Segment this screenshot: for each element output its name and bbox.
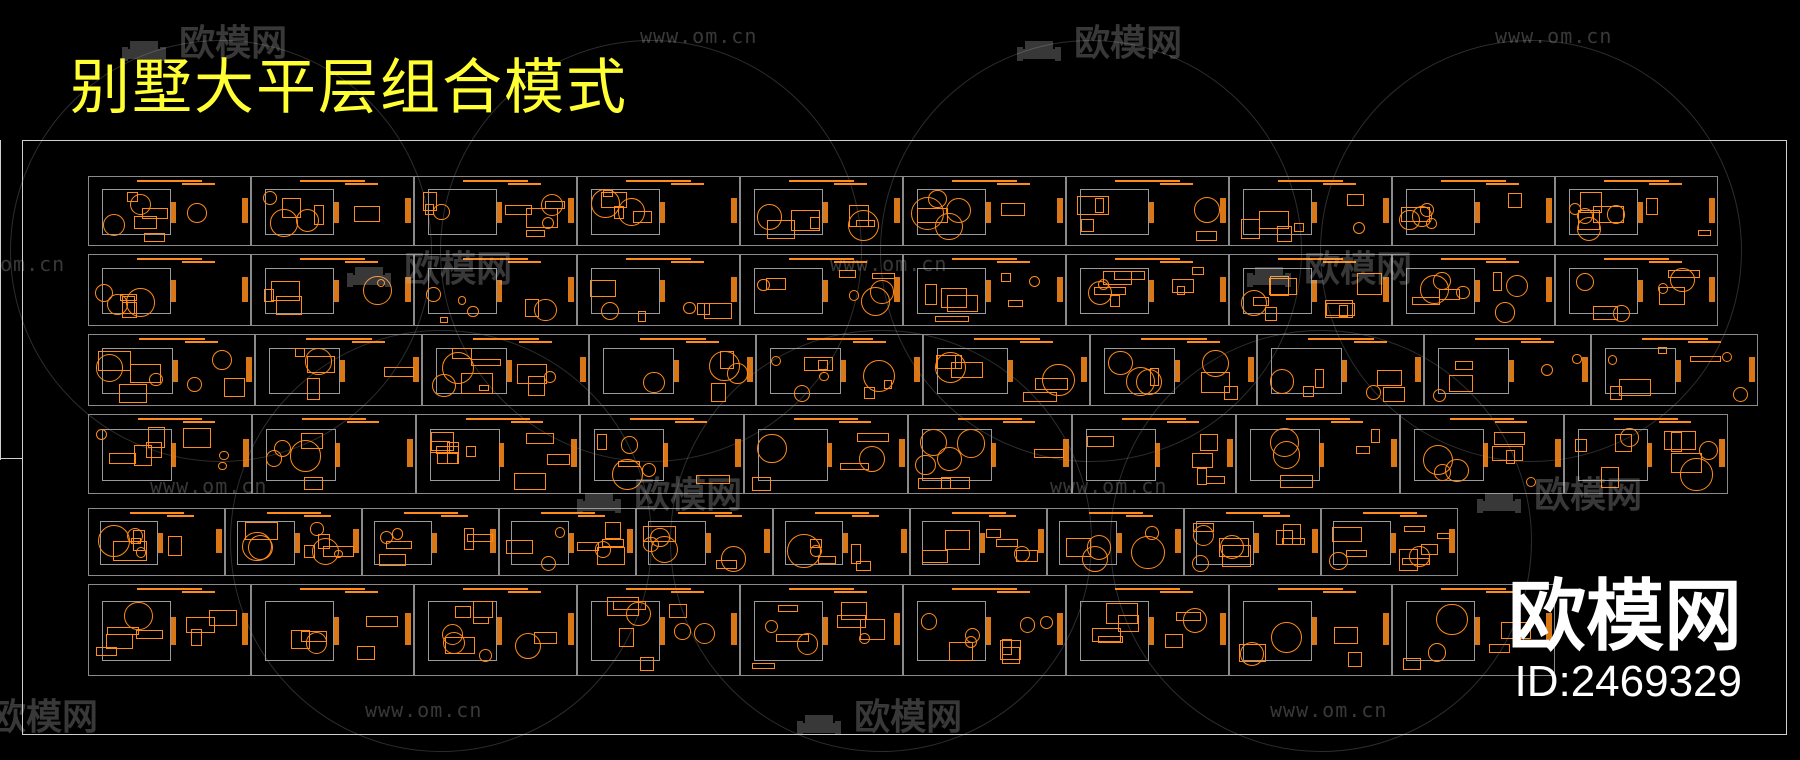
floor-plan-panel	[580, 414, 744, 494]
floor-plan-panel	[1321, 508, 1458, 576]
drawing-frame	[22, 140, 1787, 735]
floor-plan-panel	[1066, 254, 1229, 326]
floor-plan-panel	[251, 254, 414, 326]
floor-plan-panel	[414, 254, 577, 326]
watermark-url: www.om.cn	[640, 24, 758, 48]
id-label: ID:2469329	[1514, 657, 1742, 706]
floor-plan-panel	[577, 176, 740, 246]
floor-plan-panel	[88, 414, 252, 494]
floor-plan-panel	[1184, 508, 1321, 576]
watermark: 欧模网	[1015, 14, 1182, 66]
floor-plan-panel	[414, 584, 577, 676]
floor-plan-panel	[251, 584, 414, 676]
drawing-title: 别墅大平层组合模式	[70, 53, 628, 123]
floor-plan-panel	[577, 254, 740, 326]
floor-plan-panel	[88, 508, 225, 576]
floor-plan-panel	[1400, 414, 1564, 494]
floor-plan-panel	[1564, 414, 1728, 494]
floor-plan-panel	[740, 584, 903, 676]
watermark-logo-text: 欧模网	[1074, 23, 1183, 64]
brand-mark: 欧模网	[1507, 572, 1742, 662]
floor-plan-panel	[756, 334, 923, 406]
floor-plan-panel	[1090, 334, 1257, 406]
sofa-icon	[1017, 40, 1061, 61]
frame-left-tick	[0, 458, 22, 459]
floor-plan-panel	[773, 508, 910, 576]
floor-plan-panel	[252, 414, 416, 494]
floor-plan-panel	[1424, 334, 1591, 406]
floor-plan-panel	[362, 508, 499, 576]
floor-plan-panel	[589, 334, 756, 406]
floor-plan-panel	[225, 508, 362, 576]
floor-plan-panel	[1047, 508, 1184, 576]
floor-plan-panel	[88, 334, 255, 406]
floor-plan-panel	[903, 176, 1066, 246]
floor-plan-panel	[255, 334, 422, 406]
floor-plan-panel	[1229, 176, 1392, 246]
floor-plan-panel	[416, 414, 580, 494]
floor-plan-panel	[903, 584, 1066, 676]
floor-plan-panel	[88, 176, 251, 246]
floor-plan-panel	[740, 176, 903, 246]
floor-plan-panel	[1392, 176, 1555, 246]
floor-plan-panel	[908, 414, 1072, 494]
floor-plan-panel	[910, 508, 1047, 576]
floor-plan-panel	[1555, 254, 1718, 326]
floor-plan-panel	[1555, 176, 1718, 246]
floor-plan-panel	[1066, 584, 1229, 676]
floor-plan-panel	[414, 176, 577, 246]
floor-plan-panel	[251, 176, 414, 246]
floor-plan-panel	[499, 508, 636, 576]
floor-plan-panel	[1591, 334, 1758, 406]
floor-plan-panel	[1229, 254, 1392, 326]
watermark-url: www.om.cn	[1495, 24, 1613, 48]
floor-plan-panel	[740, 254, 903, 326]
floor-plan-panel	[422, 334, 589, 406]
frame-left-line	[0, 140, 1, 460]
floor-plan-panel	[1066, 176, 1229, 246]
floor-plan-panel	[1257, 334, 1424, 406]
floor-plan-panel	[1392, 254, 1555, 326]
floor-plan-panel	[1229, 584, 1392, 676]
floor-plan-panel	[923, 334, 1090, 406]
floor-plan-panel	[1236, 414, 1400, 494]
floor-plan-panel	[88, 254, 251, 326]
floor-plan-panel	[903, 254, 1066, 326]
floor-plan-panel	[577, 584, 740, 676]
floor-plan-panel	[88, 584, 251, 676]
floor-plan-panel	[636, 508, 773, 576]
floor-plan-panel	[744, 414, 908, 494]
floor-plan-panel	[1392, 584, 1555, 676]
floor-plan-panel	[1072, 414, 1236, 494]
